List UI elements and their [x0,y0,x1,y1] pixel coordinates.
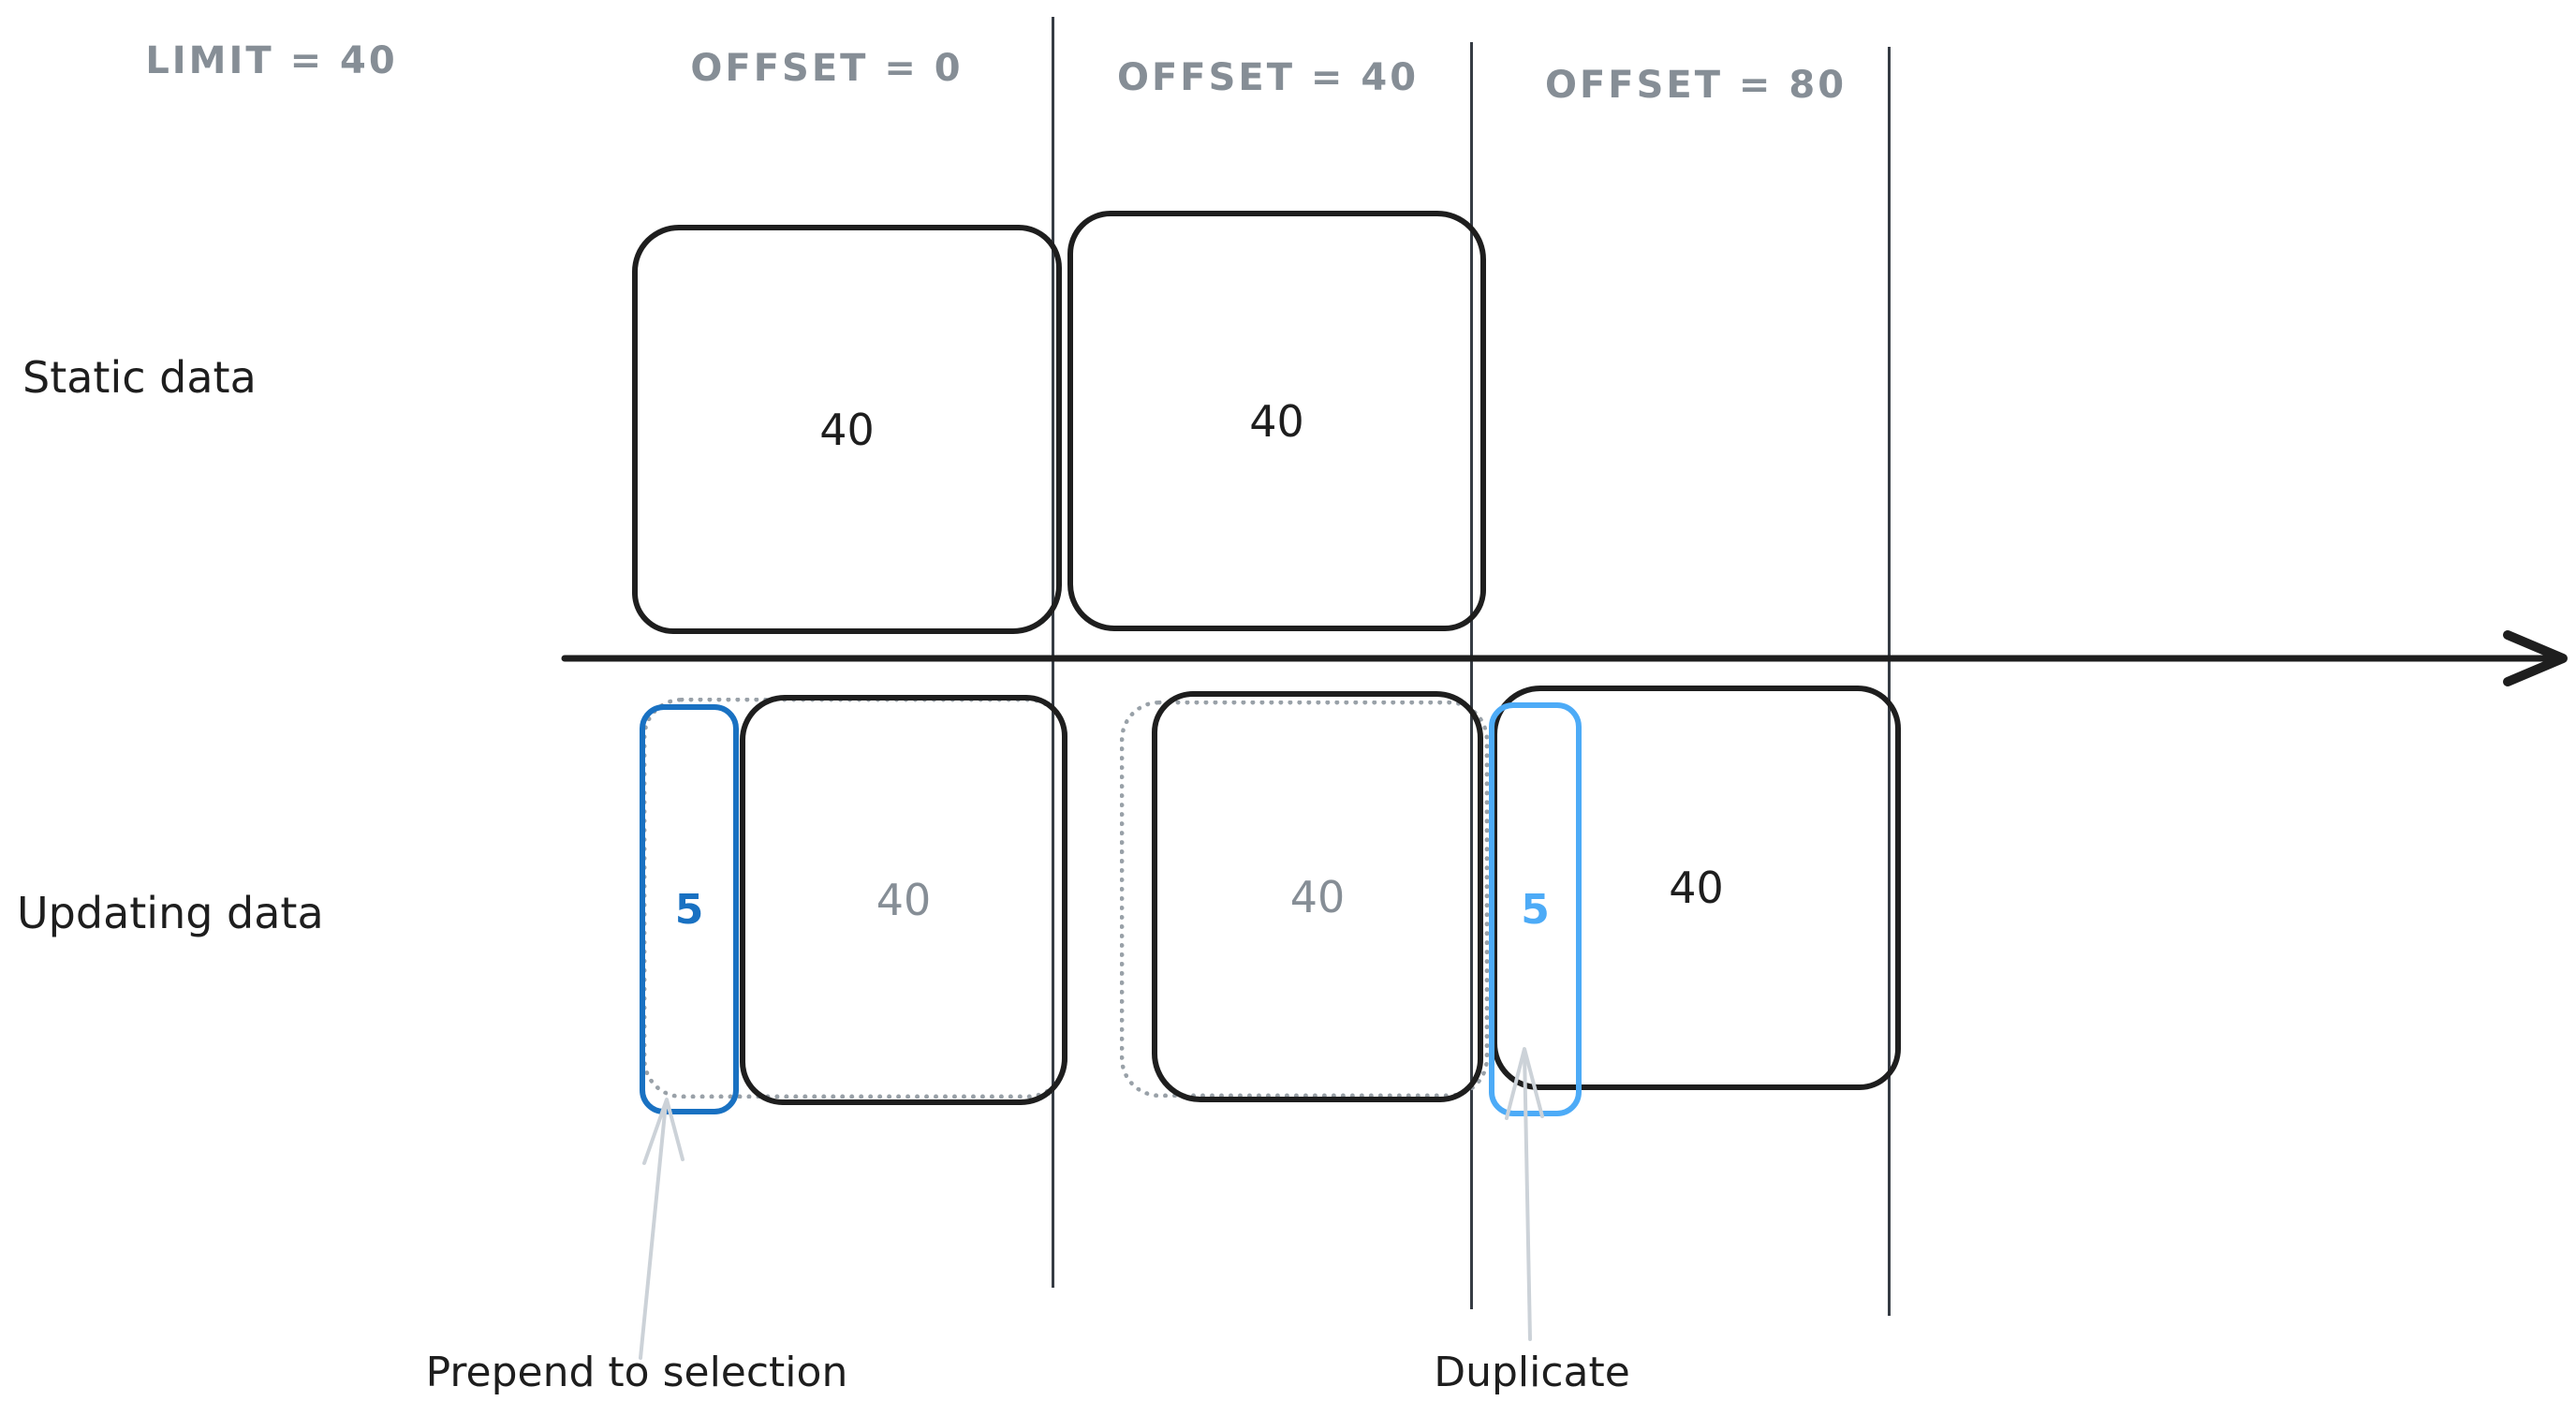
prepend-callout-arrow-line [639,1101,668,1360]
static-page-box-2: 40 [1067,211,1486,631]
row-label-static: Static data [22,352,257,403]
updating-page-1-count: 40 [876,875,932,925]
updating-page-box-1: 40 [740,695,1067,1105]
annotation-duplicate: Duplicate [1434,1349,1630,1396]
column-divider-1 [1052,17,1054,1288]
column-header-offset-40: OFFSET = 40 [1116,56,1420,99]
annotation-prepend: Prepend to selection [425,1349,848,1396]
updating-page-box-2: 40 [1152,691,1483,1102]
column-header-offset-0: OFFSET = 0 [690,47,964,90]
static-page-1-count: 40 [819,404,875,455]
duplicated-items-box: 5 [1489,702,1582,1116]
static-page-2-count: 40 [1249,395,1304,447]
column-header-offset-80: OFFSET = 80 [1544,64,1847,107]
column-divider-2 [1470,42,1473,1309]
limit-header: LIMIT = 40 [145,39,398,82]
updating-page-3-count: 40 [1669,863,1724,913]
ghost-page-box-2 [1120,701,1489,1098]
timeline-arrowhead-icon [2503,630,2568,686]
updating-page-2-count: 40 [1289,871,1346,922]
static-page-box-1: 40 [632,225,1062,634]
column-divider-3 [1888,47,1891,1316]
prepended-items-count: 5 [674,885,704,934]
duplicated-items-count: 5 [1521,885,1550,934]
row-label-updating: Updating data [17,888,324,938]
prepended-items-box: 5 [640,704,739,1114]
updating-page-box-3: 40 [1492,686,1901,1090]
